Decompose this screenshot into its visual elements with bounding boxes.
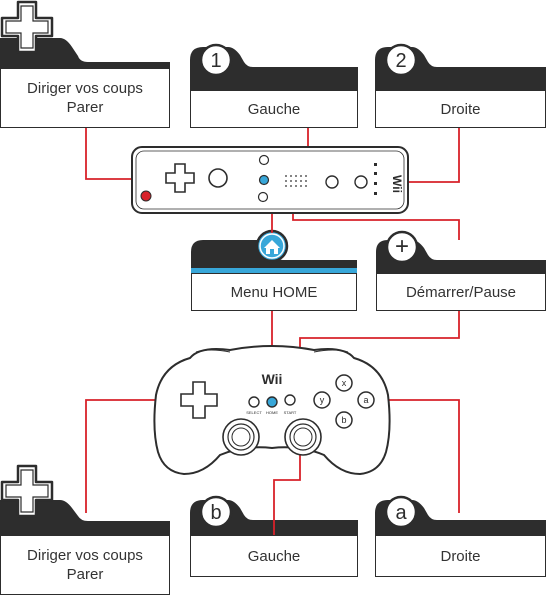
home-label: HOME <box>266 410 278 415</box>
button2-header <box>375 47 546 92</box>
svg-text:a: a <box>363 395 368 405</box>
plus-header <box>376 240 546 275</box>
home-header-stripe <box>191 268 357 273</box>
plus-label: Démarrer/Pause <box>376 273 546 311</box>
button-1-icon <box>199 43 233 77</box>
dpad-classic-label: Diriger vos coups Parer <box>0 535 170 595</box>
start-label: START <box>284 410 297 415</box>
b-glyph: b <box>210 502 221 524</box>
remote-a-button-icon <box>208 168 228 188</box>
b-button-small-icon <box>335 411 353 429</box>
plus-icon <box>385 230 419 264</box>
select-label: SELECT <box>246 410 262 415</box>
a-glyph: a <box>395 502 407 524</box>
classic-dpad-icon <box>180 381 218 419</box>
b-button-icon <box>199 495 233 529</box>
remote-home-icon <box>258 174 270 186</box>
select-button-icon <box>248 396 260 408</box>
plus-glyph: + <box>395 233 409 260</box>
speaker-icon <box>285 175 307 187</box>
a-button-small-icon <box>357 391 375 409</box>
dpad-header-bottom <box>0 500 170 537</box>
remote-plus-icon <box>258 154 270 166</box>
home-icon <box>255 229 289 263</box>
remote-minus-icon <box>257 191 269 203</box>
label-headers <box>0 38 546 537</box>
dpad-header-top <box>0 38 170 70</box>
dpad-icon <box>0 464 54 518</box>
connector-dpad-classic <box>85 399 182 513</box>
wii-remote: Wii <box>131 146 409 214</box>
left-stick-icon <box>222 418 260 456</box>
classic-controller: Wii SELECT HOME START x y a b <box>153 345 391 476</box>
connector-a <box>371 399 460 513</box>
a-header <box>375 500 546 537</box>
remote-dpad-icon <box>165 163 195 193</box>
button1-label: Gauche <box>190 90 358 128</box>
dpad-remote-label: Diriger vos coups Parer <box>0 68 170 128</box>
a-label: Droite <box>375 535 546 577</box>
a-button-icon <box>384 495 418 529</box>
power-button-icon <box>140 190 152 202</box>
remote-button1-icon <box>325 175 339 189</box>
start-button-icon <box>284 394 296 406</box>
dpad-icon <box>0 0 54 54</box>
home-label-box: Menu HOME <box>191 273 357 311</box>
x-button-icon <box>335 374 353 392</box>
remote-button2-icon <box>354 175 368 189</box>
y-button-icon <box>313 391 331 409</box>
classic-home-icon <box>266 396 278 408</box>
wii-logo: Wii <box>262 371 283 387</box>
b-label: Gauche <box>190 535 358 577</box>
connector-lines <box>85 128 460 537</box>
svg-text:b: b <box>341 415 346 425</box>
right-stick-icon <box>284 418 322 456</box>
svg-text:x: x <box>342 378 347 388</box>
button-2-icon <box>384 43 418 77</box>
player-leds-icon <box>374 163 377 195</box>
button2-label: Droite <box>375 90 546 128</box>
button2-glyph: 2 <box>395 50 406 72</box>
button1-glyph: 1 <box>210 50 221 72</box>
svg-text:y: y <box>320 395 325 405</box>
svg-text:Wii: Wii <box>390 175 404 193</box>
